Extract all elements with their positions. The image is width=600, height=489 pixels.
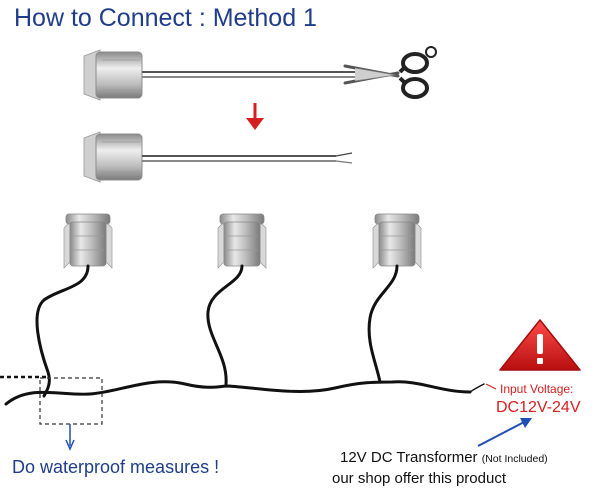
light-fixture-icon — [372, 213, 422, 269]
warning-icon — [499, 319, 581, 371]
transformer-arrow — [477, 418, 532, 447]
page-title: How to Connect : Method 1 — [14, 4, 317, 32]
waterproof-box — [39, 377, 103, 425]
scissors-icon — [343, 46, 437, 99]
stripped-cable — [142, 152, 353, 164]
fixture-wires — [35, 264, 399, 398]
transformer-note: (Not Included) — [481, 453, 548, 465]
input-voltage-value: DC12V-24V — [496, 399, 581, 416]
arrow-down-icon — [246, 103, 264, 130]
light-fixture-icon — [83, 131, 143, 183]
transformer-name: 12V DC Transformer — [340, 449, 478, 466]
light-fixture-icon — [217, 213, 267, 269]
shop-note: our shop offer this product — [332, 470, 506, 487]
waterproof-note: Do waterproof measures ! — [12, 457, 220, 477]
input-voltage-label: Input Voltage: — [500, 382, 574, 396]
main-cable — [4, 380, 485, 406]
arrow-down-icon — [65, 424, 75, 451]
transformer-label: 12V DC Transformer (Not Included) — [340, 449, 548, 466]
cable — [142, 71, 360, 78]
light-fixture-icon — [83, 49, 143, 101]
light-fixture-icon — [63, 213, 113, 269]
voltage-pointer — [485, 383, 497, 390]
